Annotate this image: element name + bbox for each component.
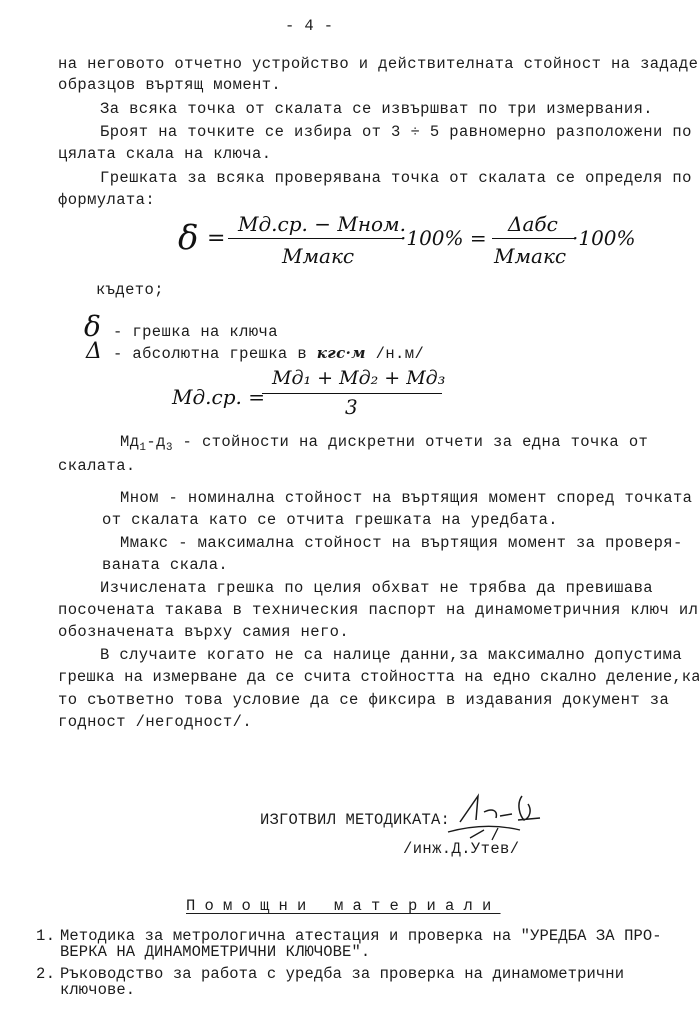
delta-definition: - грешка на ключа — [113, 323, 278, 341]
materials-heading: Помощни материали — [186, 897, 501, 915]
paragraph-line: образцов въртящ момент. — [58, 76, 282, 94]
delta-symbol-def: δ — [84, 310, 101, 343]
signature-name: /инж.Д.Утев/ — [403, 840, 520, 858]
paragraph-line: то съответно това условие да се фиксира … — [58, 691, 670, 709]
formula-denominator: Mмакс — [282, 244, 355, 268]
abs-error-definition: - абсолютна грешка в кгс·м /н.м/ — [113, 343, 424, 364]
paragraph-line: Изчислената грешка по целия обхват не тр… — [100, 579, 653, 597]
paragraph-line: скалата. — [58, 457, 136, 475]
abs-error-text: - абсолютна грешка в — [113, 345, 308, 363]
where-label: където; — [96, 281, 164, 299]
paragraph-line: Броят на точките се избира от 3 ÷ 5 равн… — [100, 123, 692, 141]
md-description: - стойности на дискретни отчети за една … — [172, 433, 649, 451]
list-item-text: Методика за метрологична атестация и про… — [60, 927, 662, 945]
paragraph-line: Грешката за всяка проверявана точка от с… — [100, 169, 692, 187]
paragraph-line: от скалата като се отчита грешката на ур… — [102, 511, 558, 529]
paragraph-line: посочената такава в техническия паспорт … — [58, 601, 699, 619]
mean-lhs: Mд.ср. = — [172, 385, 265, 409]
formula-equals: = — [207, 226, 226, 251]
mean-fraction-line — [262, 393, 442, 394]
paragraph-line: цялата скала на ключа. — [58, 145, 272, 163]
paragraph-line: на неговото отчетно устройство и действи… — [58, 55, 699, 73]
md-explanation: Мд1-д3 - стойности на дискретни отчети з… — [120, 432, 648, 458]
md-subscript-1: 1 — [139, 442, 147, 454]
delta-symbol: δ — [178, 218, 199, 258]
formula-denominator-2: Mмакс — [494, 244, 567, 268]
handwritten-signature — [447, 793, 541, 841]
formula-numerator-2: Δабс — [508, 212, 558, 236]
md-symbol-range: -д — [146, 433, 166, 451]
paragraph-line: грешка на измерване да се счита стойност… — [58, 668, 699, 686]
abs-error-unit-alt: /н.м/ — [375, 345, 425, 363]
paragraph-line: обозначената върху самия него. — [58, 623, 350, 641]
formula-multiplier: ·100% = — [400, 226, 487, 250]
formula-multiplier-2: ·100% — [572, 226, 636, 250]
mean-numerator: Mд₁ + Mд₂ + Mд₃ — [272, 367, 446, 389]
paragraph-line: За всяка точка от скалата се извършват п… — [100, 100, 653, 118]
paragraph-line: ваната скала. — [102, 556, 229, 574]
md-symbol: Мд — [120, 433, 140, 451]
abs-error-symbol: Δ — [86, 339, 102, 364]
list-item-text: ключове. — [60, 981, 136, 999]
list-item-number: 1. — [36, 927, 56, 945]
page-number: - 4 - — [285, 17, 334, 35]
list-item-number: 2. — [36, 965, 56, 983]
paragraph-line: В случаите когато не са налице данни,за … — [100, 646, 683, 664]
paragraph-line: формулата: — [58, 191, 156, 209]
paragraph-line: Мном - номинална стойност на въртящия мо… — [120, 489, 693, 507]
fraction-line — [228, 238, 403, 239]
md-subscript-3: 3 — [165, 442, 173, 454]
fraction-line-2 — [492, 238, 574, 239]
list-item-text: ВЕРКА НА ДИНАМОМЕТРИЧНИ КЛЮЧОВЕ". — [60, 943, 371, 961]
mean-denominator: 3 — [345, 395, 358, 419]
abs-error-unit: кгс·м — [316, 344, 366, 362]
signature-label: ИЗГОТВИЛ МЕТОДИКАТА: — [260, 811, 451, 829]
paragraph-line: Ммакс - максимална стойност на въртящия … — [120, 534, 683, 552]
list-item-text: Ръководство за работа с уредба за провер… — [60, 965, 625, 983]
paragraph-line: годност /негодност/. — [58, 713, 253, 731]
formula-numerator: Mд.ср. − Mном. — [238, 212, 406, 236]
